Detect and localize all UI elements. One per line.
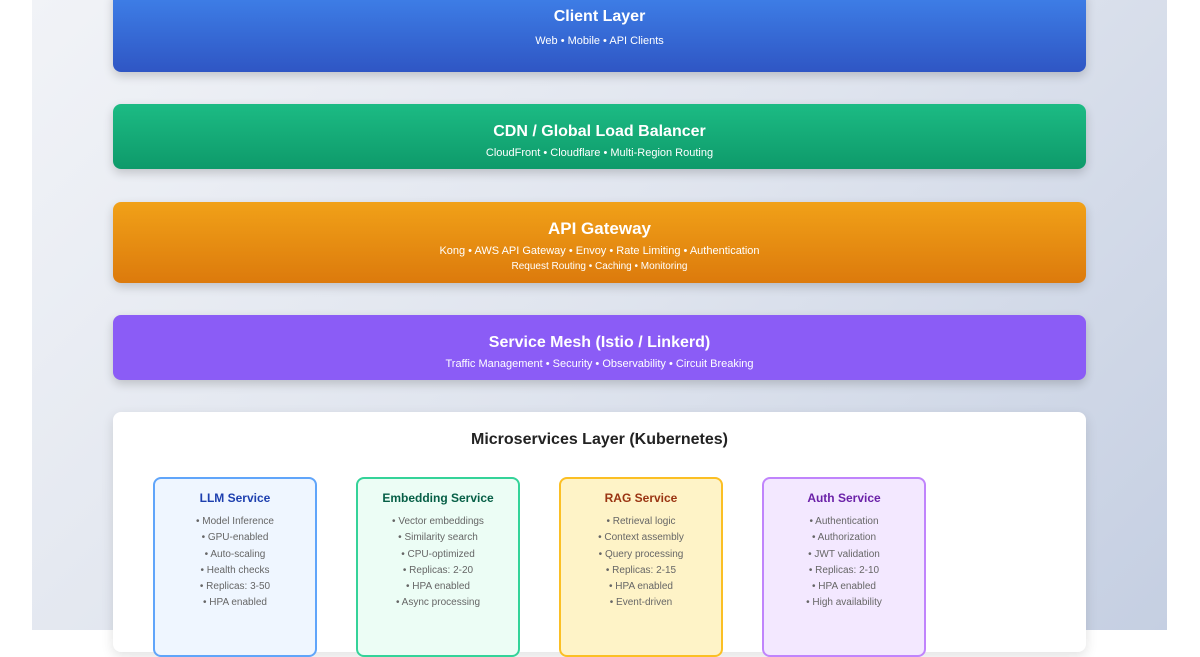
service-feature: • Replicas: 2-20 xyxy=(402,564,474,576)
client-layer-title: Client Layer xyxy=(553,8,646,25)
service-feature: • Async processing xyxy=(395,597,481,609)
service-feature: • Model Inference xyxy=(196,516,274,527)
service-feature: • Retrieval logic xyxy=(606,516,676,527)
client-layer: Client Layer Web • Mobile • API Clients xyxy=(113,0,1086,72)
service-feature: • HPA enabled xyxy=(609,581,673,593)
service-feature: • Query processing xyxy=(598,548,684,560)
api-gateway-title: API Gateway xyxy=(548,219,651,238)
service-feature: • Authorization xyxy=(811,532,877,544)
service-card: LLM Service • Model Inference • GPU-enable… xyxy=(153,477,317,657)
service-title: LLM Service xyxy=(199,491,271,505)
service-mesh-title: Service Mesh (Istio / Linkerd) xyxy=(488,334,711,351)
service-feature: • Replicas: 3-50 xyxy=(199,581,271,593)
service-feature: • HPA enabled xyxy=(812,581,876,593)
service-feature: • HPA enabled xyxy=(406,581,470,593)
cdn-layer-title: CDN / Global Load Balancer xyxy=(493,123,706,140)
service-title: Auth Service xyxy=(807,491,881,505)
service-feature: • GPU-enabled xyxy=(201,532,269,544)
service-feature: • Context assembly xyxy=(598,532,684,544)
api-gateway-subtitle-2: Request Routing • Caching • Monitoring xyxy=(511,261,688,272)
service-title: Embedding Service xyxy=(382,491,494,505)
cdn-layer: CDN / Global Load Balancer CloudFront • … xyxy=(113,104,1086,169)
service-feature: • Replicas: 2-15 xyxy=(605,564,677,576)
service-feature: • Auto-scaling xyxy=(204,548,266,560)
service-card: Auth Service • Authentication • Authorizat… xyxy=(762,477,926,657)
service-feature: • HPA enabled xyxy=(203,597,267,609)
api-gateway-layer: API Gateway Kong • AWS API Gateway • Env… xyxy=(113,202,1086,283)
service-mesh-subtitle: Traffic Management • Security • Observab… xyxy=(445,358,754,370)
service-card: Embedding Service • Vector embeddings • Si… xyxy=(356,477,520,657)
service-feature: • Event-driven xyxy=(609,597,673,609)
service-mesh-layer: Service Mesh (Istio / Linkerd) Traffic M… xyxy=(113,315,1086,380)
service-feature: • Similarity search xyxy=(398,532,478,544)
service-card: RAG Service • Retrieval logic • Context as… xyxy=(559,477,723,657)
client-layer-subtitle: Web • Mobile • API Clients xyxy=(535,35,664,47)
service-feature: • High availability xyxy=(806,597,882,609)
service-feature: • Replicas: 2-10 xyxy=(808,564,880,576)
microservices-layer: Microservices Layer (Kubernetes) LLM Ser… xyxy=(113,412,1086,657)
service-feature: • JWT validation xyxy=(808,548,880,560)
microservices-title: Microservices Layer (Kubernetes) xyxy=(471,431,728,448)
service-feature: • CPU-optimized xyxy=(401,548,475,560)
service-feature: • Authentication xyxy=(809,516,879,527)
api-gateway-subtitle: Kong • AWS API Gateway • Envoy • Rate Li… xyxy=(439,245,760,257)
cdn-layer-subtitle: CloudFront • Cloudflare • Multi-Region R… xyxy=(485,147,714,159)
service-feature: • Health checks xyxy=(200,564,270,576)
service-title: RAG Service xyxy=(604,491,678,505)
service-feature: • Vector embeddings xyxy=(392,516,484,527)
